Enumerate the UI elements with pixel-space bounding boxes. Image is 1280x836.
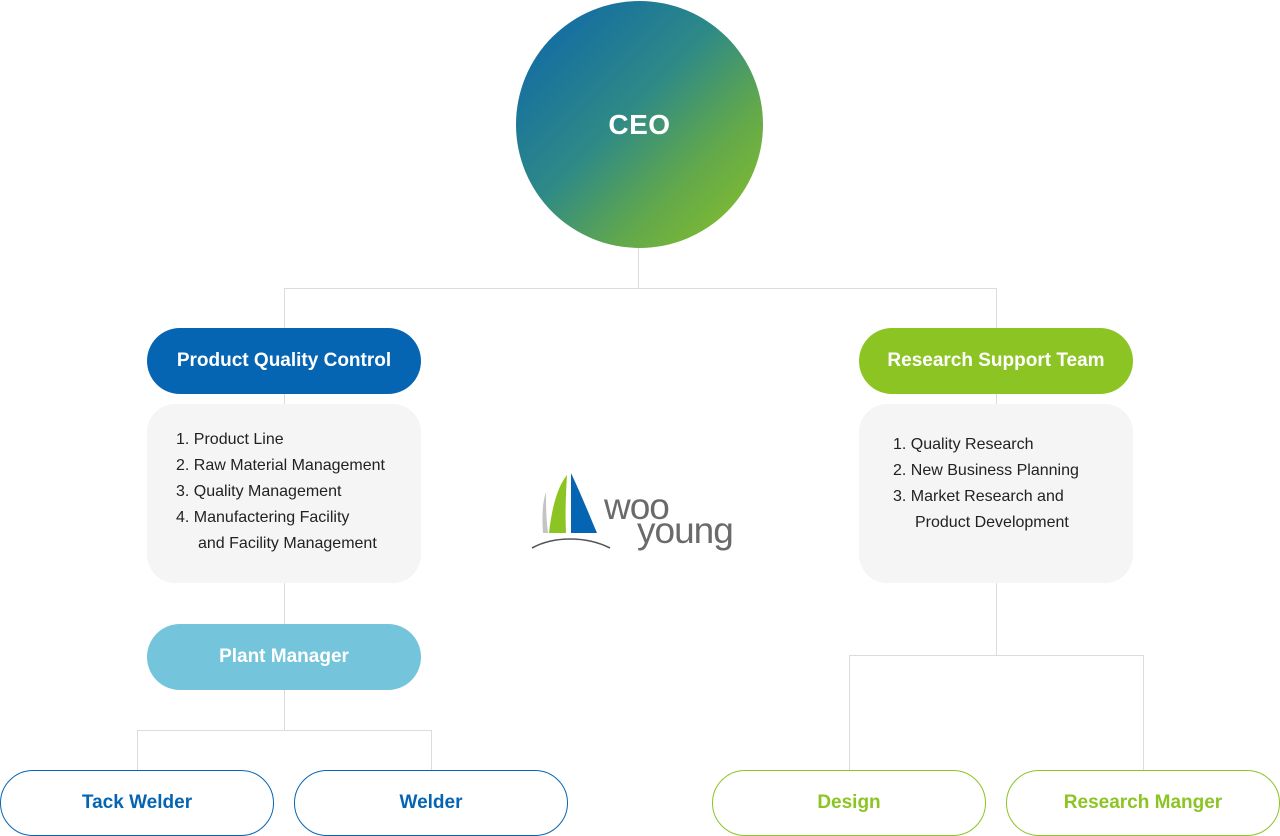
welder-label: Welder — [399, 792, 463, 813]
connector-ceo-down — [638, 248, 639, 289]
tack-welder-node: Tack Welder — [0, 770, 274, 836]
design-node: Design — [712, 770, 986, 836]
research-support-team-label: Research Support Team — [887, 350, 1105, 371]
welder-node: Welder — [294, 770, 568, 836]
plant-manager-node: Plant Manager — [147, 624, 421, 690]
research-support-team-duties: 1. Quality Research 2. New Business Plan… — [859, 404, 1133, 583]
duty-item: 4. Manufactering Facility — [176, 509, 350, 526]
logo-text-line2: young — [637, 510, 734, 551]
connector-left-bottom-horizontal — [137, 730, 432, 731]
tack-welder-label: Tack Welder — [81, 792, 193, 813]
duty-item: 2. Raw Material Management — [176, 457, 385, 474]
duty-item: 1. Product Line — [176, 431, 284, 448]
duty-item: 1. Quality Research — [893, 436, 1034, 453]
duty-item: 3. Quality Management — [176, 483, 342, 500]
connector-welder — [431, 730, 432, 771]
duty-item: 3. Market Research and — [893, 488, 1064, 505]
connector-design — [849, 655, 850, 771]
design-label: Design — [817, 792, 881, 813]
ceo-label: CEO — [608, 108, 671, 140]
product-quality-control-node: Product Quality Control — [147, 328, 421, 394]
connector-research-manager — [1143, 655, 1144, 771]
logo-text-line1: woo — [604, 486, 670, 527]
duty-item-continuation: and Facility Management — [198, 535, 377, 552]
connector-top-horizontal — [284, 288, 997, 289]
connector-right-bottom-horizontal — [849, 655, 1144, 656]
connector-tack-welder — [137, 730, 138, 771]
duty-item: 2. New Business Planning — [893, 462, 1079, 479]
research-manager-node: Research Manger — [1006, 770, 1280, 836]
product-quality-control-label: Product Quality Control — [176, 350, 392, 371]
ceo-node: CEO — [516, 1, 763, 248]
sailboat-logo-icon — [531, 473, 611, 549]
product-quality-control-duties: 1. Product Line 2. Raw Material Manageme… — [147, 404, 421, 583]
research-support-team-node: Research Support Team — [859, 328, 1133, 394]
wooyoung-logo: woo young — [530, 470, 755, 554]
duty-item-continuation: Product Development — [915, 514, 1069, 531]
research-manager-label: Research Manger — [1063, 792, 1223, 813]
plant-manager-label: Plant Manager — [219, 646, 349, 667]
